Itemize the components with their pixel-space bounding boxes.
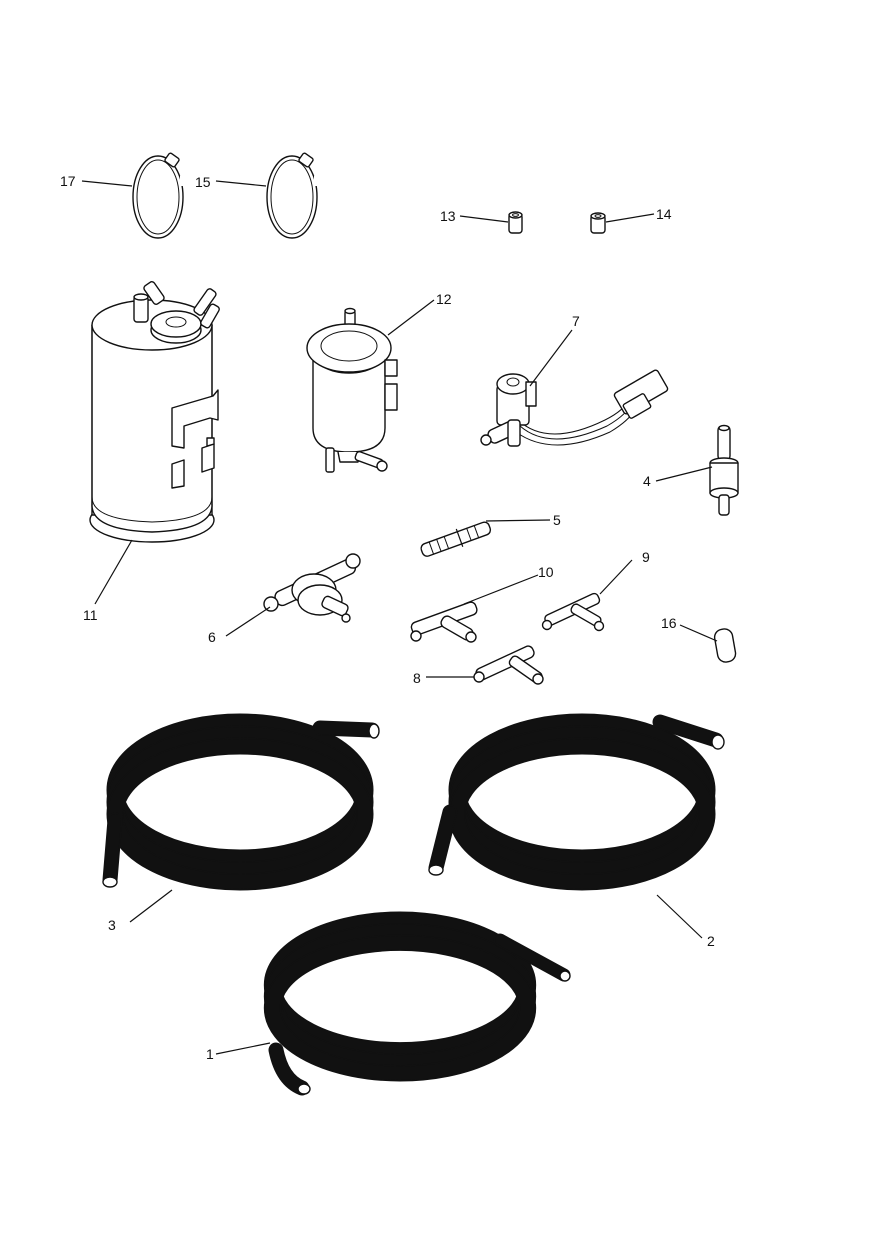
hose-clip-15 — [266, 152, 320, 239]
hose-clip-17 — [132, 152, 186, 239]
callout-17: 17 — [60, 173, 76, 189]
callout-15: 15 — [195, 174, 211, 190]
connector-5 — [420, 521, 492, 557]
callout-8: 8 — [413, 670, 421, 686]
inline-filter-4 — [709, 424, 739, 516]
callout-2: 2 — [707, 933, 715, 949]
cap-13 — [508, 211, 523, 234]
callout-9: 9 — [642, 549, 650, 565]
hose-coil-2 — [428, 722, 725, 882]
callout-7: 7 — [572, 313, 580, 329]
callout-16: 16 — [661, 615, 677, 631]
t-piece-8 — [473, 645, 544, 685]
callout-14: 14 — [656, 206, 672, 222]
charcoal-canister-11 — [89, 281, 220, 543]
callout-11: 11 — [83, 607, 98, 623]
callout-6: 6 — [208, 629, 216, 645]
filter-12 — [306, 307, 398, 473]
callout-4: 4 — [643, 473, 651, 489]
leader-lines — [81, 180, 718, 1055]
hose-coil-1 — [273, 920, 571, 1096]
callout-12: 12 — [436, 291, 452, 307]
callout-13: 13 — [440, 208, 456, 224]
callout-5: 5 — [553, 512, 561, 528]
hose-coil-3 — [102, 722, 380, 887]
valve-6 — [263, 553, 361, 623]
callout-3: 3 — [108, 917, 116, 933]
t-piece-9 — [541, 592, 605, 632]
t-piece-10 — [410, 601, 478, 643]
solenoid-valve-7 — [480, 369, 669, 447]
cap-14 — [590, 212, 606, 234]
callout-1: 1 — [206, 1046, 214, 1062]
callout-labels: 17 15 13 14 12 7 4 5 10 9 16 6 8 11 3 2 … — [60, 173, 715, 1062]
plug-16 — [713, 628, 737, 663]
callout-10: 10 — [538, 564, 554, 580]
